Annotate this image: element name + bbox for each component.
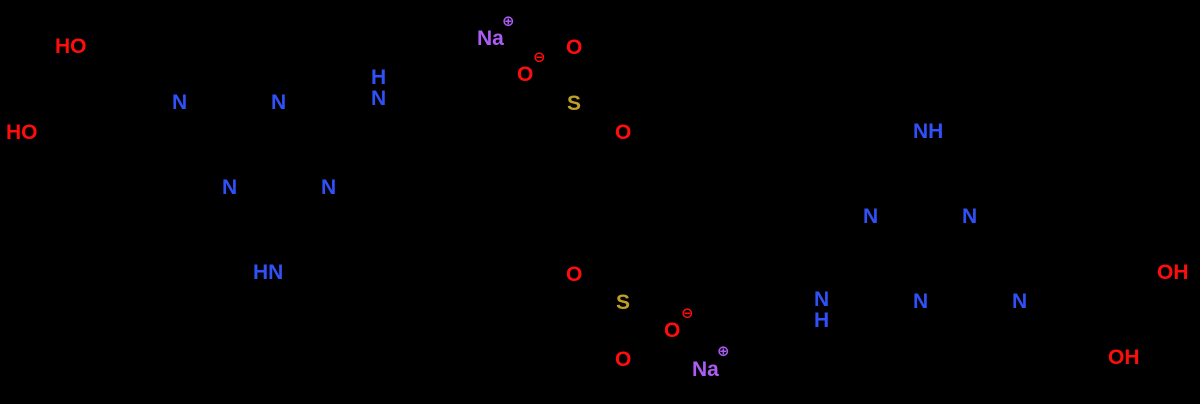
sodium-label: Na xyxy=(477,27,504,50)
amine-label: N H xyxy=(814,288,830,332)
oxygen-label: O xyxy=(615,348,632,371)
amine-nitrogen: N xyxy=(371,86,387,110)
oxygen-label: O xyxy=(566,36,583,59)
oxygen-label: O xyxy=(664,319,681,342)
nitrogen-label: N xyxy=(271,91,287,114)
sulfur-label: S xyxy=(567,92,582,115)
amine-hydrogen: H xyxy=(371,66,387,89)
oxygen-label: O xyxy=(615,121,632,144)
nitrogen-label: N xyxy=(1012,290,1028,313)
hydroxyl-label: OH xyxy=(1108,346,1140,369)
hydroxyl-label: HO xyxy=(55,35,87,58)
negative-charge-icon: ⊖ xyxy=(681,305,694,322)
amine-nitrogen: N xyxy=(814,288,830,311)
nitrogen-label: N xyxy=(321,176,337,199)
nitrogen-label: N xyxy=(913,290,929,313)
nitrogen-label: N xyxy=(172,91,188,114)
amine-label: NH xyxy=(913,120,944,143)
oxygen-label: O xyxy=(566,263,583,286)
amine-hydrogen: H xyxy=(814,308,830,332)
sodium-label: Na xyxy=(692,358,719,381)
amine-label: HN xyxy=(253,261,284,284)
nitrogen-label: N xyxy=(863,205,879,228)
amine-label: H N xyxy=(371,66,387,110)
positive-charge-icon: ⊕ xyxy=(502,13,515,30)
sulfur-label: S xyxy=(616,291,631,314)
hydroxyl-label: HO xyxy=(6,121,38,144)
positive-charge-icon: ⊕ xyxy=(717,343,730,360)
oxygen-label: O xyxy=(517,63,534,86)
nitrogen-label: N xyxy=(962,205,978,228)
hydroxyl-label: OH xyxy=(1157,261,1189,284)
negative-charge-icon: ⊖ xyxy=(533,49,546,66)
nitrogen-label: N xyxy=(222,176,238,199)
